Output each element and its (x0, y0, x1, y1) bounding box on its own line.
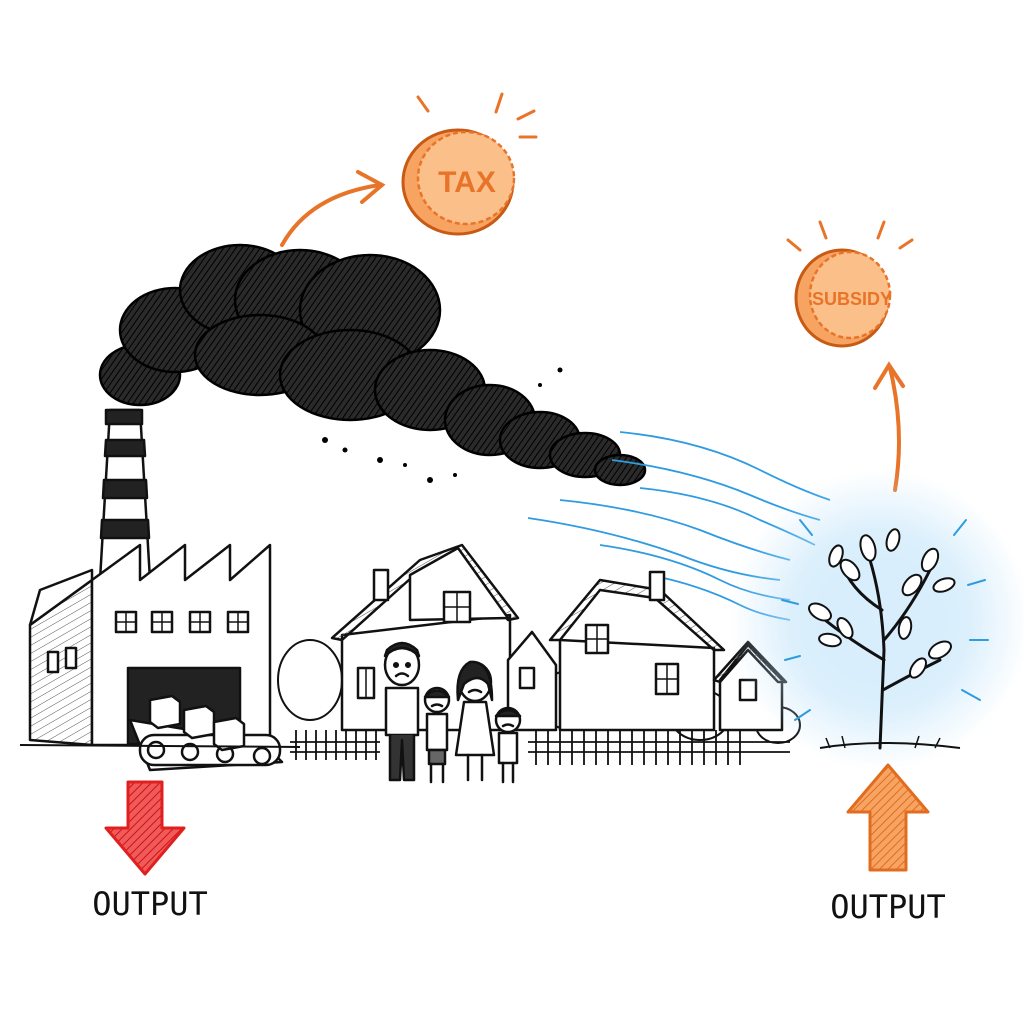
factory-icon (28, 408, 284, 772)
subsidy-label: SUBSIDY (812, 289, 892, 309)
person-icon (494, 706, 522, 784)
tax-coin: TAX (401, 92, 538, 236)
tax-arrow (280, 170, 386, 247)
arrow-down-icon (104, 780, 186, 876)
arrow-up-icon (846, 763, 930, 872)
output-right-label: OUTPUT (830, 888, 946, 926)
coin-icon (794, 248, 892, 348)
family (383, 641, 522, 784)
tree-icon (730, 470, 1024, 770)
fence (290, 730, 790, 765)
smoke-cloud-icon (98, 243, 647, 487)
tax-label: TAX (438, 166, 496, 199)
output-left-label: OUTPUT (92, 885, 208, 923)
person-icon (423, 686, 451, 784)
ground-line (19, 744, 301, 748)
subsidy-coin: SUBSIDY (786, 220, 914, 348)
person-icon (454, 660, 496, 782)
person-icon (383, 641, 421, 782)
coin-icon (401, 128, 516, 236)
